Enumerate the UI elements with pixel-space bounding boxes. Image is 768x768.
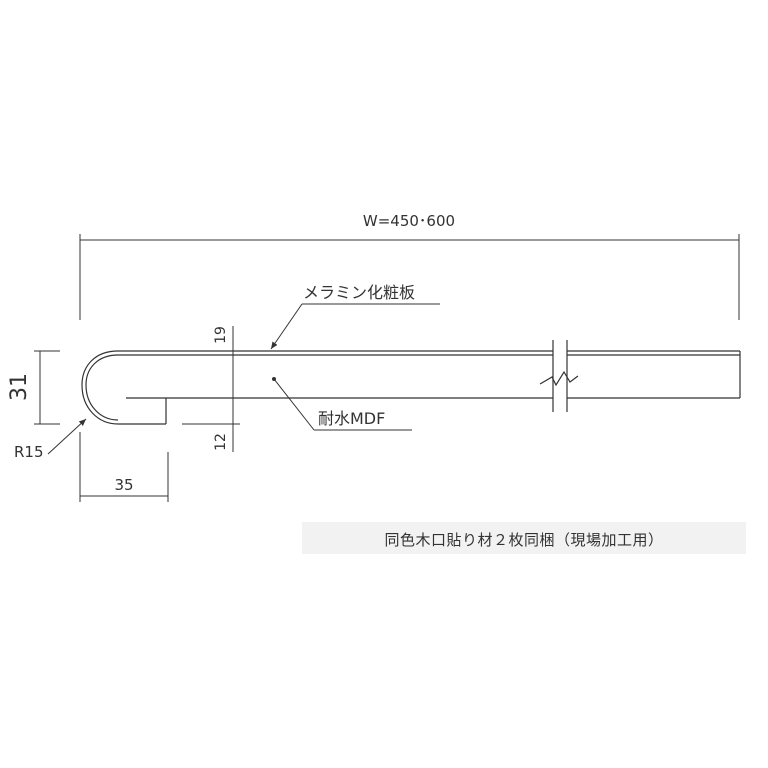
- note-text: 同色木口貼り材２枚同梱（現場加工用）: [384, 531, 664, 549]
- core-leader: [273, 378, 412, 431]
- width-dimension: [79, 234, 740, 320]
- thickness-label: 31: [7, 373, 32, 401]
- surface-label: メラミン化粧板: [303, 283, 415, 302]
- surface-leader: [270, 303, 440, 350]
- radius-label: R15: [14, 443, 44, 461]
- core-leader-dot: [272, 377, 276, 381]
- thickness-dimension: [34, 350, 60, 425]
- top-thickness-label: 19: [213, 326, 229, 344]
- core-label: 耐水MDF: [318, 409, 385, 428]
- bottom-thickness-label: 12: [213, 433, 229, 451]
- edge-depth-dimension: [79, 432, 169, 502]
- board-profile: [81, 340, 741, 425]
- width-dimension-label: W=450･600: [363, 212, 455, 230]
- note-box: 同色木口貼り材２枚同梱（現場加工用）: [302, 522, 746, 554]
- edge-depth-label: 35: [114, 476, 133, 494]
- radius-leader: [47, 418, 87, 455]
